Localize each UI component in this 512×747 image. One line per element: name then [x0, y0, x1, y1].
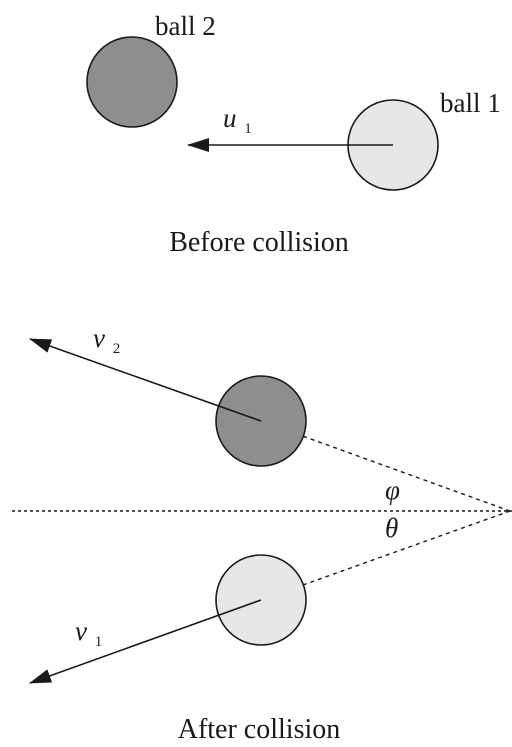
velocity-v2-arrow [29, 338, 262, 422]
ball-2-before [86, 36, 178, 128]
velocity-u1-label: u 1 [223, 103, 252, 137]
velocity-v1-symbol: v [75, 616, 87, 646]
before-collision-panel: ball 2 ball 1 u 1 Before collision [86, 11, 501, 258]
velocity-v2-symbol: v [93, 323, 105, 353]
ball-2-label: ball 2 [155, 11, 216, 41]
velocity-v1-arrow [29, 599, 262, 684]
after-collision-panel: v 2 v 1 φ θ After collision [12, 323, 512, 745]
angle-phi-label: φ [385, 475, 400, 505]
angle-theta-label: θ [385, 513, 398, 543]
velocity-u1-subscript: 1 [244, 121, 252, 137]
velocity-v1-label: v 1 [75, 616, 102, 650]
velocity-u1-symbol: u [223, 103, 237, 133]
caption-before: Before collision [169, 227, 349, 258]
caption-after: After collision [178, 714, 341, 745]
velocity-v2-subscript: 2 [113, 341, 121, 357]
ball-1-label: ball 1 [440, 88, 501, 118]
velocity-v2-label: v 2 [93, 323, 120, 357]
velocity-v1-subscript: 1 [95, 634, 103, 650]
